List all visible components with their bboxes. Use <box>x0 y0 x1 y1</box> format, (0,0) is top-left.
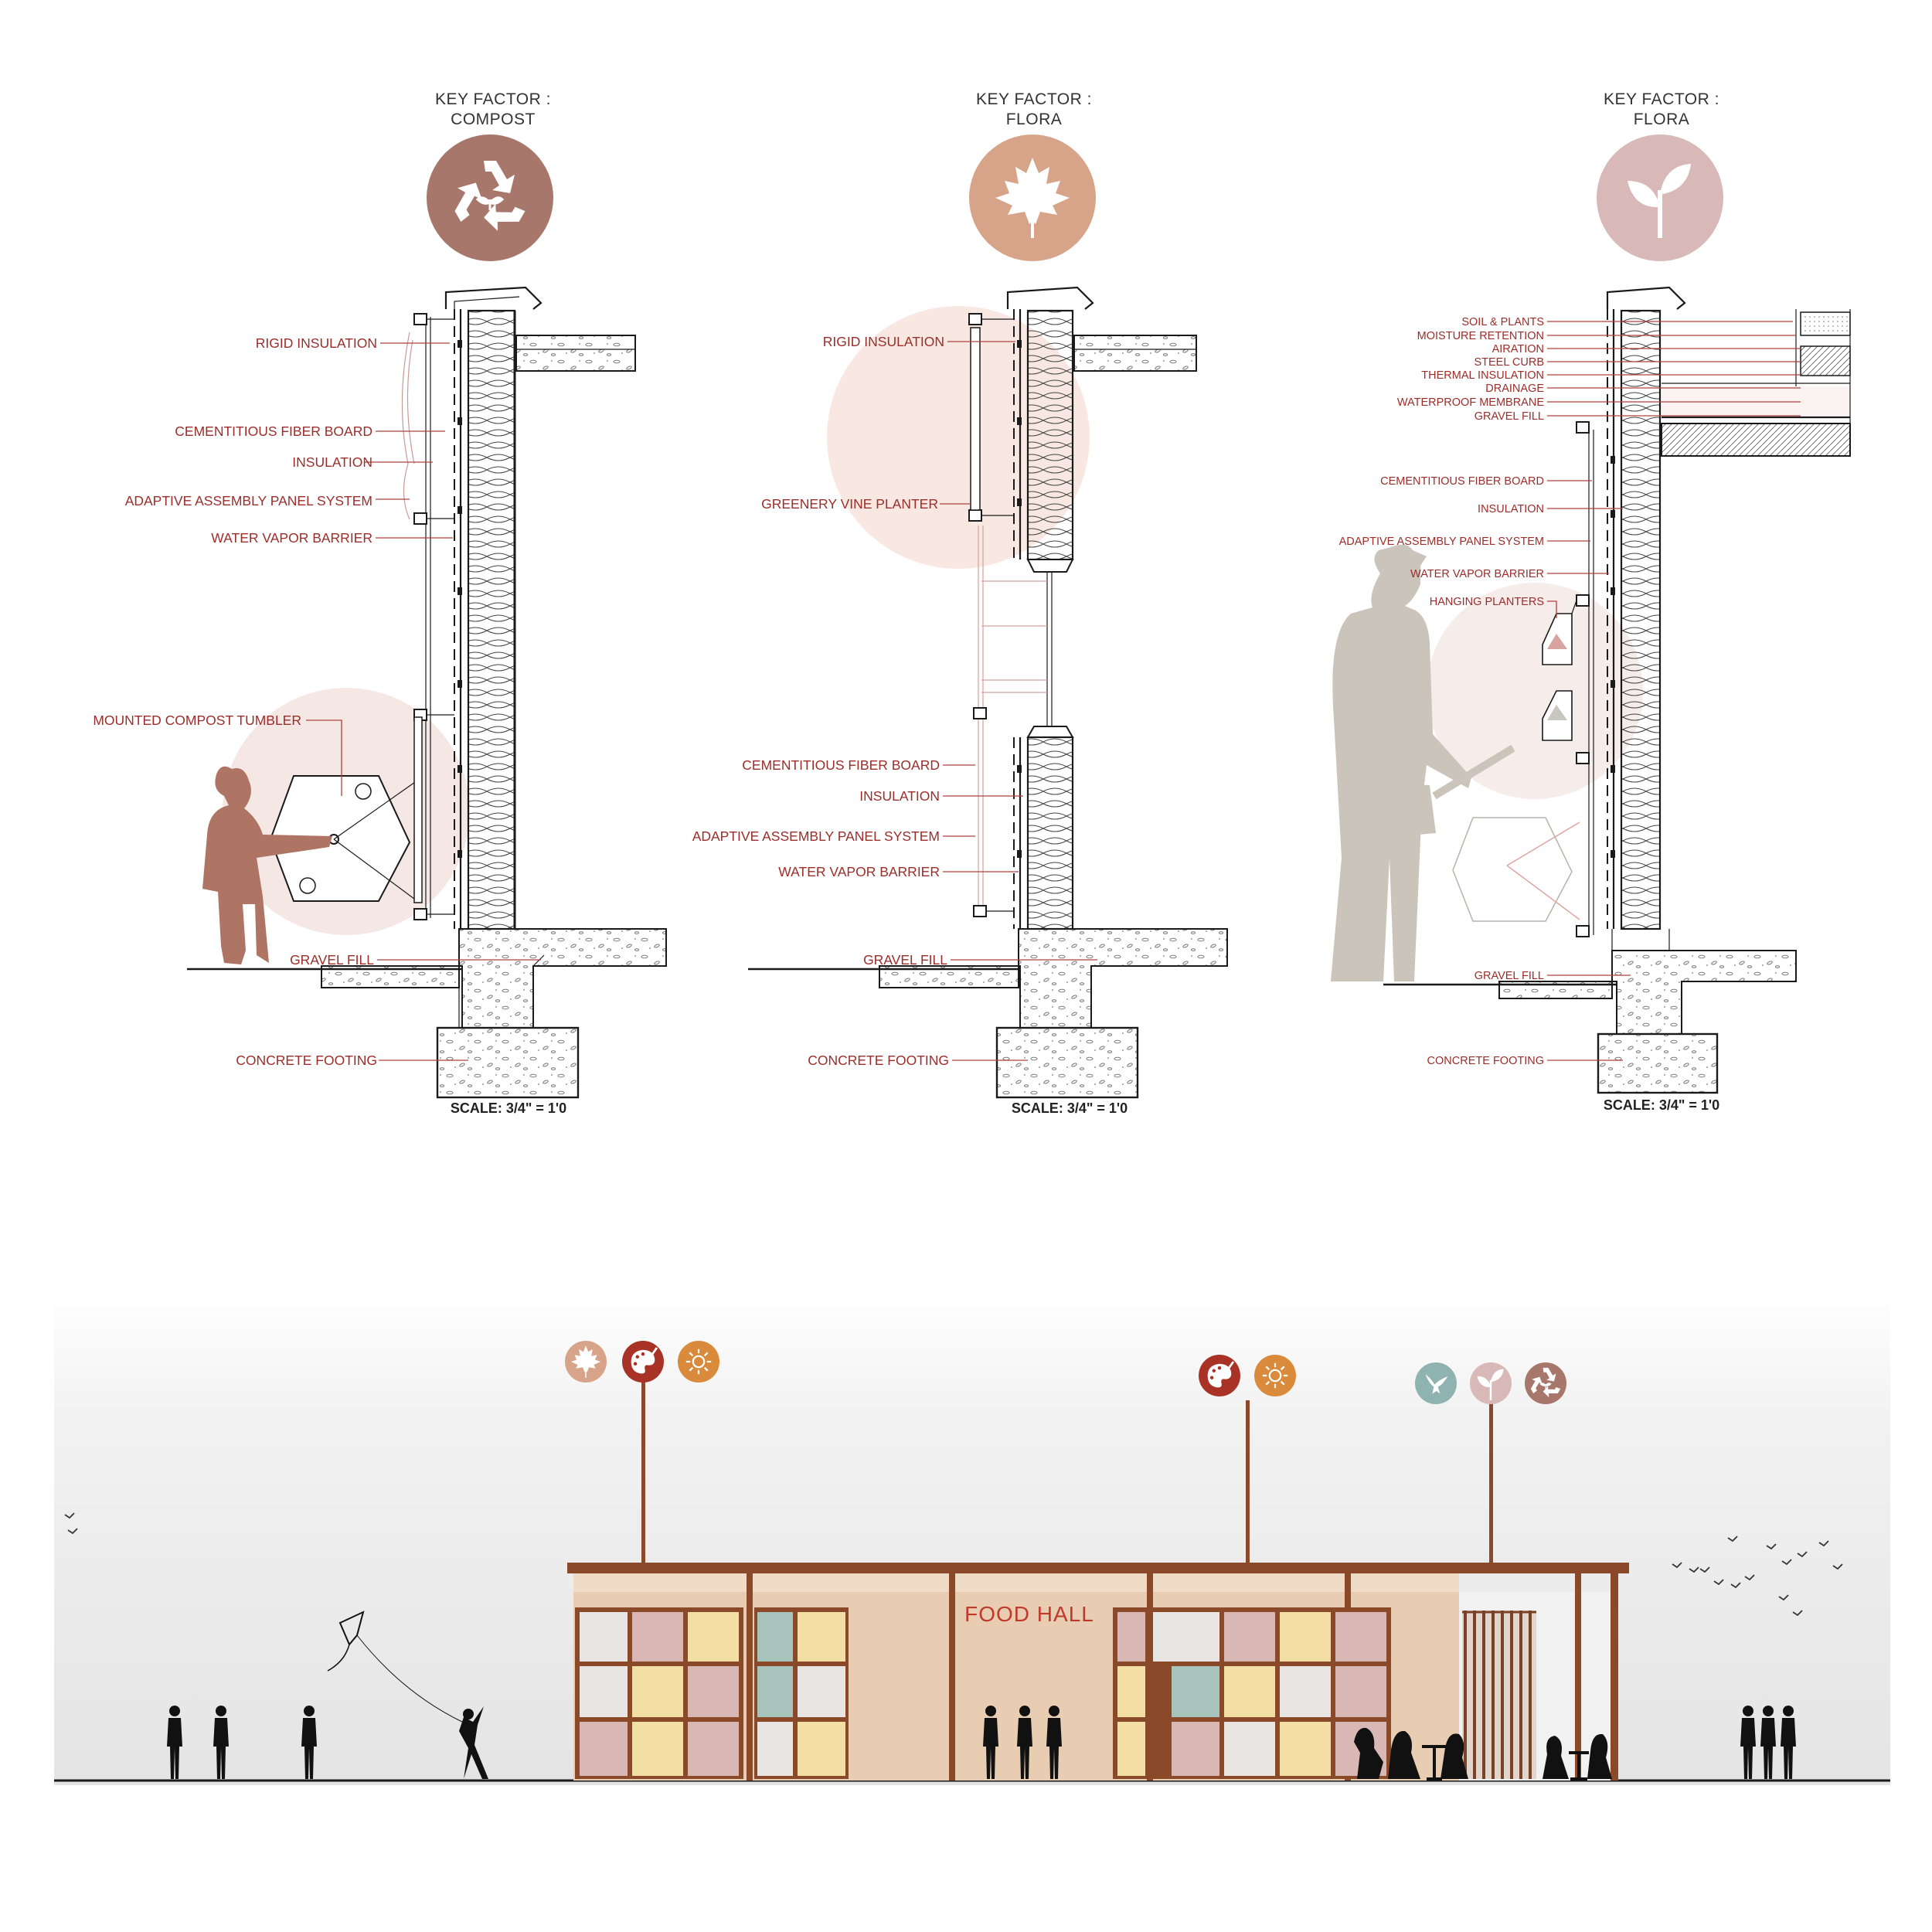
gardener-silhouette <box>1331 544 1471 981</box>
label-adaptive-panel: ADAPTIVE ASSEMBLY PANEL SYSTEM <box>125 493 372 509</box>
label-cementitious: CEMENTITIOUS FIBER BOARD <box>1380 475 1544 488</box>
key-factor-label: KEY FACTOR : <box>435 90 551 108</box>
label-soil-plants: SOIL & PLANTS <box>1461 316 1544 328</box>
section-flora-vine: KEY FACTOR : FLORA <box>692 90 1228 1116</box>
label-drainage: DRAINAGE <box>1485 383 1544 395</box>
label-thermal-insulation: THERMAL INSULATION <box>1421 369 1544 382</box>
icon-pole-2 <box>1199 1355 1296 1563</box>
icon-pole-1 <box>565 1341 719 1563</box>
label-steel-curb: STEEL CURB <box>1474 356 1544 369</box>
label-waterproof-membrane: WATERPROOF MEMBRANE <box>1397 396 1544 409</box>
label-cementitious: CEMENTITIOUS FIBER BOARD <box>175 423 372 439</box>
food-hall-sign: FOOD HALL <box>964 1602 1094 1626</box>
label-cementitious: CEMENTITIOUS FIBER BOARD <box>742 757 940 773</box>
label-adaptive-panel: ADAPTIVE ASSEMBLY PANEL SYSTEM <box>1339 536 1544 548</box>
window-grid-left <box>575 1573 849 1781</box>
label-gravel-fill: GRAVEL FILL <box>1475 970 1544 982</box>
label-compost-tumbler: MOUNTED COMPOST TUMBLER <box>93 713 301 728</box>
people-silhouettes <box>167 1706 1796 1781</box>
scale-label: SCALE: 3/4" = 1'0 <box>1604 1097 1719 1113</box>
key-factor-name: FLORA <box>1006 111 1063 128</box>
label-gravel-fill: GRAVEL FILL <box>290 952 374 968</box>
section-flora-roof: KEY FACTOR : FLORA <box>1331 90 1851 1113</box>
kite <box>327 1611 463 1723</box>
compost-key-circle <box>427 134 553 261</box>
label-hanging-planters: HANGING PLANTERS <box>1430 596 1544 608</box>
label-concrete-footing: CONCRETE FOOTING <box>236 1053 377 1068</box>
label-moisture-retention: MOISTURE RETENTION <box>1417 330 1544 342</box>
scale-label: SCALE: 3/4" = 1'0 <box>451 1100 566 1116</box>
slatted-screen <box>1462 1611 1536 1779</box>
label-rigid-insulation: RIGID INSULATION <box>823 334 944 349</box>
roof-beam <box>567 1563 1629 1573</box>
section-compost: KEY FACTOR : COMPOST <box>93 90 667 1116</box>
label-adaptive-panel: ADAPTIVE ASSEMBLY PANEL SYSTEM <box>692 828 940 844</box>
label-vapor-barrier: WATER VAPOR BARRIER <box>778 864 940 879</box>
food-hall-elevation: FOOD HALL <box>54 1291 1890 1785</box>
label-gravel-fill-roof: GRAVEL FILL <box>1475 410 1544 423</box>
label-vine-planter: GREENERY VINE PLANTER <box>761 496 938 512</box>
key-factor-label: KEY FACTOR : <box>1604 90 1719 108</box>
icon-pole-3 <box>1415 1362 1566 1563</box>
birds <box>64 1512 1843 1617</box>
label-insulation: INSULATION <box>292 454 372 470</box>
label-concrete-footing: CONCRETE FOOTING <box>808 1053 949 1068</box>
window-grid-right <box>1113 1573 1391 1781</box>
child-silhouette <box>202 766 332 964</box>
key-factor-name: FLORA <box>1634 111 1690 128</box>
label-insulation: INSULATION <box>859 788 940 804</box>
key-factor-name: COMPOST <box>451 111 536 128</box>
label-insulation: INSULATION <box>1478 503 1544 515</box>
scale-label: SCALE: 3/4" = 1'0 <box>1012 1100 1128 1116</box>
label-gravel-fill: GRAVEL FILL <box>863 952 947 968</box>
label-vapor-barrier: WATER VAPOR BARRIER <box>211 530 372 546</box>
label-rigid-insulation: RIGID INSULATION <box>256 335 377 351</box>
highlight-circle <box>827 306 1090 569</box>
key-factor-label: KEY FACTOR : <box>976 90 1092 108</box>
label-airation: AIRATION <box>1492 343 1544 355</box>
label-vapor-barrier: WATER VAPOR BARRIER <box>1410 568 1544 580</box>
label-concrete-footing: CONCRETE FOOTING <box>1427 1055 1544 1067</box>
